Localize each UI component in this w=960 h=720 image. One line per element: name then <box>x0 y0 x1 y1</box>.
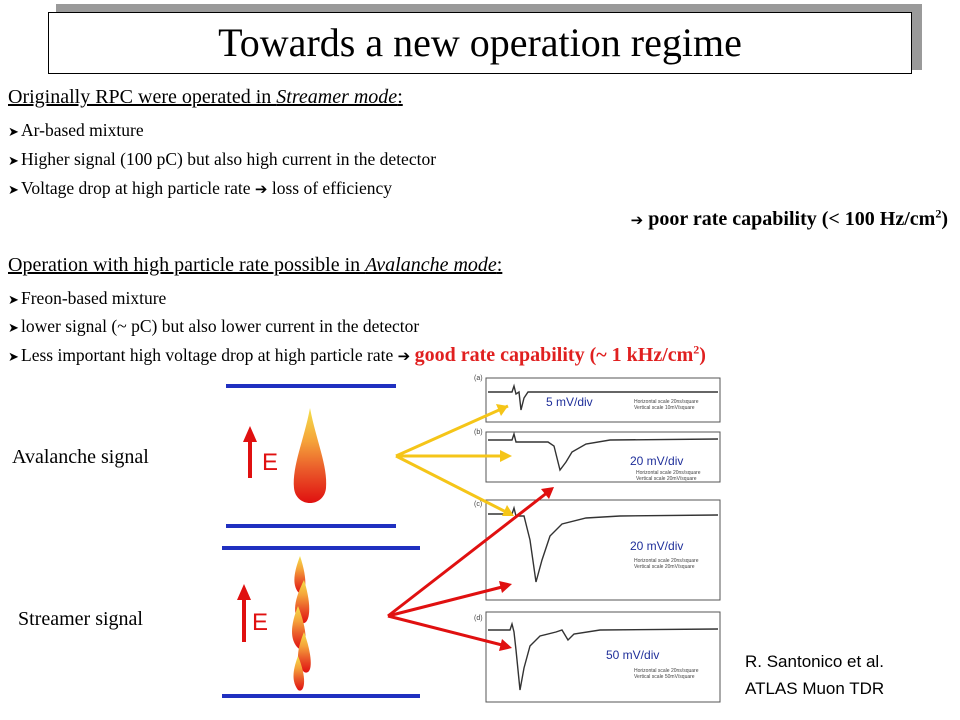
svg-text:Vertical scale 20mV/square: Vertical scale 20mV/square <box>636 476 697 482</box>
svg-text:Horizontal scale 20ns/square: Horizontal scale 20ns/square <box>636 470 701 476</box>
streamer-bullet-2: ➤Higher signal (100 pC) but also high cu… <box>8 149 437 169</box>
bullet-arrow-icon: ➤ <box>8 154 19 169</box>
title-box: Towards a new operation regime <box>48 12 912 74</box>
svg-text:(d): (d) <box>474 615 483 622</box>
svg-text:Vertical scale 10mV/square: Vertical scale 10mV/square <box>634 405 695 411</box>
implies-arrow-icon: ➔ <box>254 180 268 198</box>
field-label-e: E <box>252 609 268 636</box>
avalanche-bullet-1: ➤Freon-based mixture <box>8 288 167 308</box>
svg-text:50 mV/div: 50 mV/div <box>606 648 659 662</box>
bullet-arrow-icon: ➤ <box>8 350 19 365</box>
good-rate-conclusion: good rate capability (~ 1 kHz/cm2) <box>414 342 706 366</box>
svg-text:20 mV/div: 20 mV/div <box>630 454 683 468</box>
streamer-panel <box>222 542 422 702</box>
svg-text:Vertical scale 50mV/square: Vertical scale 50mV/square <box>634 674 695 680</box>
implies-arrow-icon: ➔ <box>630 211 644 229</box>
avalanche-drop-icon <box>293 408 327 503</box>
avalanche-drawing: E <box>226 382 398 530</box>
streamer-arrows <box>387 487 554 651</box>
bullet-arrow-icon: ➤ <box>8 321 19 336</box>
avalanche-arrows <box>395 404 514 516</box>
figure-credit: R. Santonico et al. ATLAS Muon TDR <box>745 648 884 702</box>
poor-rate-conclusion: ➔ poor rate capability (< 100 Hz/cm2) <box>630 206 948 230</box>
implies-arrow-icon: ➔ <box>397 347 411 365</box>
avalanche-heading: Operation with high particle rate possib… <box>8 254 503 276</box>
streamer-signal-label: Streamer signal <box>18 608 143 630</box>
trace-c: (c) 20 mV/div Horizontal scale 20ns/squa… <box>474 499 721 601</box>
field-arrow-icon <box>237 584 251 642</box>
streamer-flames-icon <box>292 556 311 691</box>
credit-source: ATLAS Muon TDR <box>745 679 885 698</box>
svg-text:(b): (b) <box>474 429 483 436</box>
page-title: Towards a new operation regime <box>218 20 742 65</box>
svg-text:Horizontal scale 20ns/square: Horizontal scale 20ns/square <box>634 558 699 564</box>
trace-a: (a) 5 mV/div Horizontal scale 20ns/squar… <box>474 375 721 423</box>
bullet-arrow-icon: ➤ <box>8 293 19 308</box>
bullet-arrow-icon: ➤ <box>8 183 19 198</box>
avalanche-bullet-2: ➤lower signal (~ pC) but also lower curr… <box>8 316 420 336</box>
avalanche-signal-label: Avalanche signal <box>12 446 149 468</box>
avalanche-bullet-3: ➤Less important high voltage drop at hig… <box>8 342 706 366</box>
bullet-arrow-icon: ➤ <box>8 125 19 140</box>
streamer-bullet-1: ➤Ar-based mixture <box>8 120 144 140</box>
oscilloscope-traces: (a) 5 mV/div Horizontal scale 20ns/squar… <box>474 375 721 703</box>
svg-text:Horizontal scale 20ns/square: Horizontal scale 20ns/square <box>634 668 699 674</box>
svg-text:Vertical scale 20mV/square: Vertical scale 20mV/square <box>634 564 695 570</box>
svg-text:Horizontal scale 20ns/square: Horizontal scale 20ns/square <box>634 399 699 405</box>
field-label-e: E <box>262 449 278 476</box>
streamer-bullet-3: ➤Voltage drop at high particle rate ➔ lo… <box>8 178 393 198</box>
streamer-drawing: E <box>222 542 422 702</box>
trace-d: (d) 50 mV/div Horizontal scale 20ns/squa… <box>474 611 721 703</box>
svg-text:(c): (c) <box>474 501 482 508</box>
svg-text:(a): (a) <box>474 375 483 382</box>
field-arrow-icon <box>243 426 257 478</box>
svg-text:5 mV/div: 5 mV/div <box>546 395 593 409</box>
credit-author: R. Santonico et al. <box>745 652 884 671</box>
trace-b: (b) 20 mV/div Horizontal scale 20ns/squa… <box>474 429 721 483</box>
svg-text:20 mV/div: 20 mV/div <box>630 539 683 553</box>
streamer-heading: Originally RPC were operated in Streamer… <box>8 86 403 108</box>
